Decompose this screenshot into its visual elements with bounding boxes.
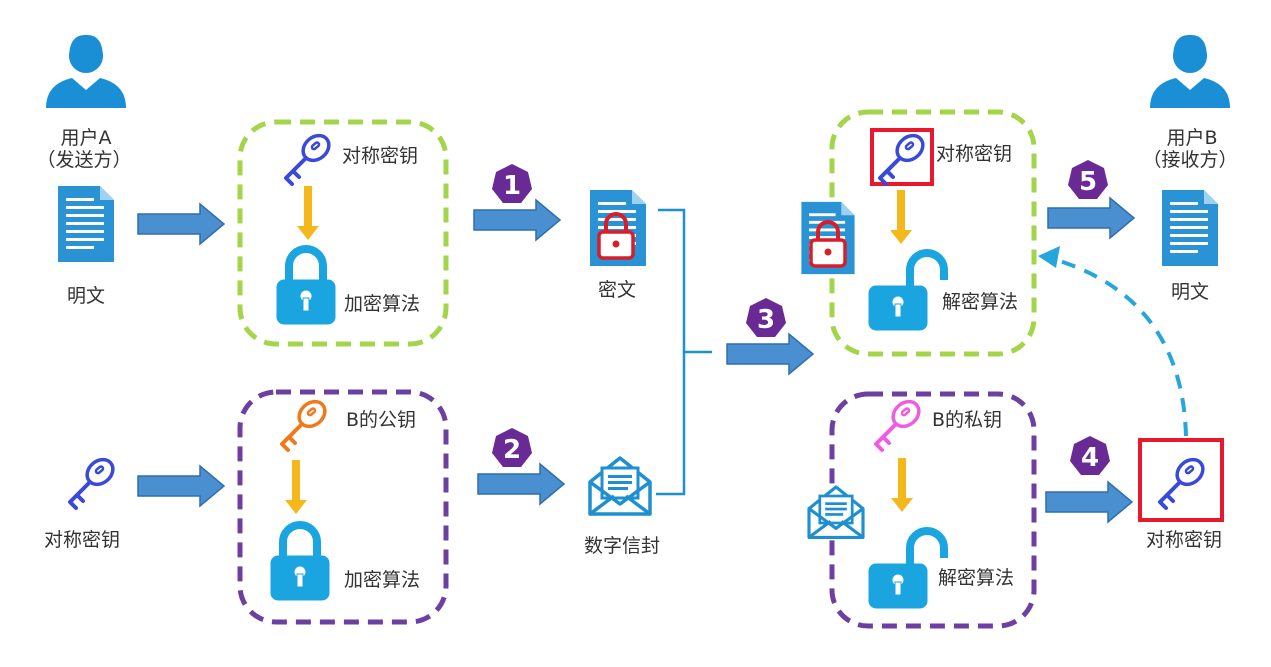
box4-key-label: B的私钥 — [932, 409, 1002, 431]
box3-key-label: 对称密钥 — [936, 143, 1012, 165]
arrow-step-2 — [477, 463, 565, 505]
symmetric-key-icon — [878, 128, 930, 186]
symmetric-key-left-label: 对称密钥 — [44, 529, 120, 551]
highlight-frame — [1138, 438, 1224, 522]
dashed-return-arrow — [1049, 256, 1188, 437]
private-key-icon — [874, 394, 926, 452]
plaintext-right-label: 明文 — [1171, 281, 1209, 303]
step-4-number: 4 — [1081, 443, 1099, 473]
user-a-icon — [46, 34, 126, 108]
encrypt-public-key-box — [237, 389, 449, 625]
public-key-icon — [280, 394, 332, 452]
plaintext-document-icon — [58, 186, 114, 262]
ciphertext-label: 密文 — [598, 279, 636, 301]
decrypt-private-key-box — [829, 391, 1037, 629]
arrow-plaintext-to-encrypt — [137, 203, 225, 245]
envelope-behind-icon — [807, 485, 865, 539]
encrypt-symmetric-box — [237, 119, 449, 347]
box3-algo-label: 解密算法 — [942, 291, 1018, 313]
merge-bracket — [656, 208, 712, 496]
box4-algo-label: 解密算法 — [938, 567, 1014, 589]
unlock-icon — [869, 531, 944, 608]
user-b-name: 用户B — [1166, 127, 1217, 149]
digital-envelope-label: 数字信封 — [584, 535, 660, 557]
arrow-step-5 — [1047, 197, 1135, 239]
step-3-number: 3 — [757, 305, 775, 335]
user-b-icon — [1150, 34, 1230, 108]
arrow-step-1 — [473, 199, 561, 241]
plaintext-left-label: 明文 — [67, 285, 105, 307]
box2-algo-label: 加密算法 — [344, 569, 420, 591]
down-arrow-icon — [890, 190, 912, 244]
lock-icon — [271, 525, 329, 600]
user-a-name: 用户A — [61, 127, 112, 149]
lock-icon — [277, 249, 335, 324]
plaintext-right-document-icon — [1162, 190, 1218, 266]
digital-envelope-icon — [588, 456, 652, 516]
box1-key-label: 对称密钥 — [342, 145, 418, 167]
symmetric-key-left-icon — [68, 452, 120, 510]
arrow-key-to-encrypt — [137, 465, 225, 507]
down-arrow-icon — [285, 460, 307, 514]
symmetric-key-right-label: 对称密钥 — [1146, 529, 1222, 551]
step-1-number: 1 — [503, 171, 521, 201]
arrow-step-4 — [1045, 481, 1133, 523]
highlight-frame — [870, 128, 934, 186]
down-arrow-icon — [297, 186, 319, 240]
dashed-return-arrowhead — [1038, 246, 1060, 268]
symmetric-key-icon — [284, 128, 336, 186]
symmetric-key-right-icon — [1158, 452, 1210, 510]
step-5-number: 5 — [1079, 167, 1097, 197]
arrow-step-3 — [726, 333, 814, 375]
box2-key-label: B的公钥 — [346, 409, 416, 431]
user-b-role: （接收方） — [1142, 149, 1237, 171]
unlock-icon — [869, 253, 944, 330]
user-a-role: （发送方） — [36, 149, 131, 171]
down-arrow-icon — [891, 458, 913, 512]
box1-algo-label: 加密算法 — [344, 293, 420, 315]
step-2-number: 2 — [503, 435, 521, 465]
